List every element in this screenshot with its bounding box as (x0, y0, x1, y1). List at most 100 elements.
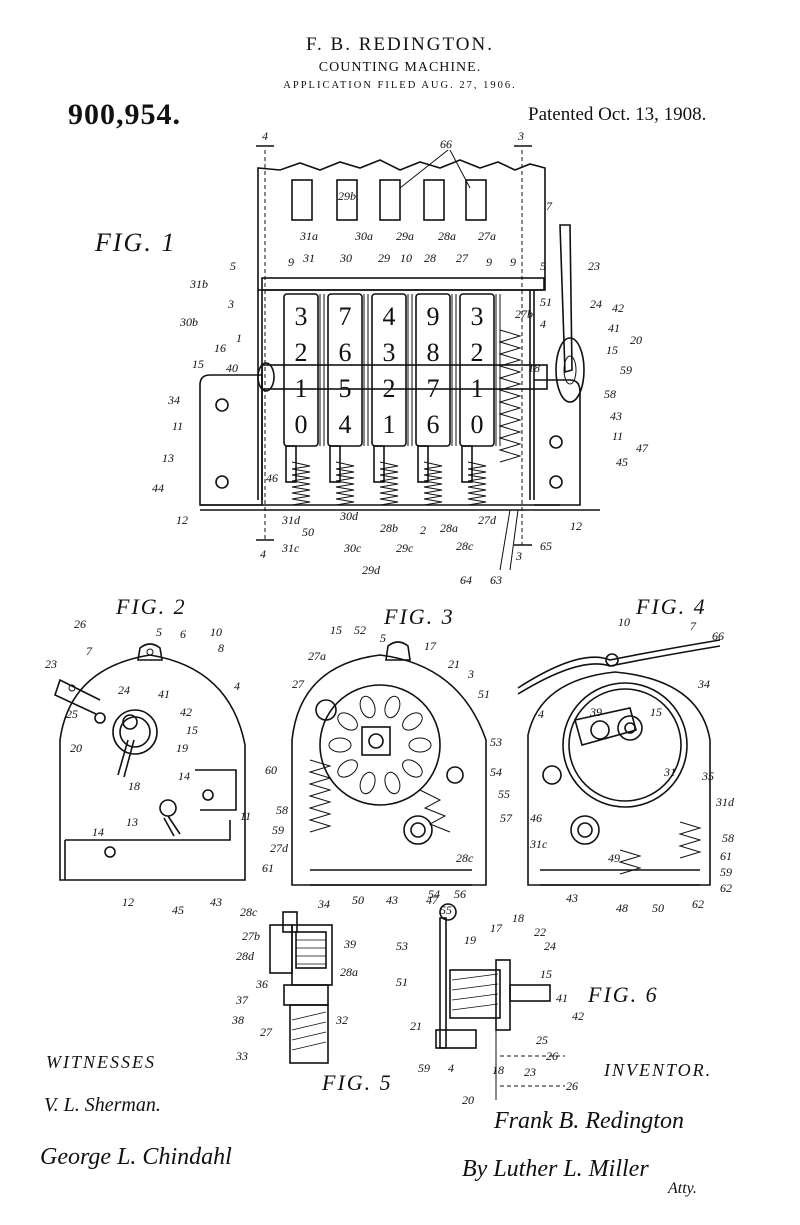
svg-text:15: 15 (650, 705, 662, 719)
svg-text:13: 13 (162, 451, 174, 465)
wheel-digit: 2 (471, 338, 484, 367)
wheel-digit: 0 (295, 410, 308, 439)
svg-text:24: 24 (118, 683, 130, 697)
wheel-digit: 1 (295, 374, 308, 403)
patent-date: Patented Oct. 13, 1908. (528, 104, 707, 125)
wheel-digit: 2 (295, 338, 308, 367)
svg-text:18: 18 (528, 361, 540, 375)
counter-wheel (371, 293, 407, 447)
svg-text:57: 57 (500, 811, 513, 825)
svg-text:7: 7 (86, 644, 93, 658)
svg-text:10: 10 (210, 625, 222, 639)
svg-text:58: 58 (276, 803, 288, 817)
fig2-drawing: 26 23 7 5 6 10 8 4 24 41 42 25 15 20 19 … (45, 617, 251, 917)
svg-text:63: 63 (490, 573, 502, 587)
svg-text:31c: 31c (529, 837, 548, 851)
svg-text:7: 7 (690, 619, 697, 633)
svg-text:31: 31 (663, 765, 676, 779)
svg-text:66: 66 (712, 629, 724, 643)
svg-text:11: 11 (240, 809, 251, 823)
wheel-pawl (285, 445, 297, 483)
svg-text:51: 51 (478, 687, 490, 701)
svg-text:23: 23 (45, 657, 57, 671)
svg-text:29c: 29c (396, 541, 414, 555)
invention-title: COUNTING MACHINE. (318, 60, 482, 75)
svg-text:5: 5 (230, 259, 236, 273)
svg-text:47: 47 (636, 441, 649, 455)
wheel-flange (363, 294, 369, 446)
svg-text:65: 65 (540, 539, 552, 553)
svg-text:53: 53 (490, 735, 502, 749)
wheel-flange (407, 294, 413, 446)
fig4-caption: FIG. 4 (636, 594, 707, 619)
svg-text:26: 26 (566, 1079, 578, 1093)
wheel-spring (291, 461, 311, 506)
svg-text:61: 61 (262, 861, 274, 875)
wheel-flange (495, 294, 501, 446)
svg-text:25: 25 (66, 707, 78, 721)
svg-text:31: 31 (302, 251, 315, 265)
svg-text:24: 24 (590, 297, 602, 311)
svg-text:28a: 28a (340, 965, 358, 979)
svg-text:59: 59 (620, 363, 632, 377)
svg-text:29a: 29a (396, 229, 414, 243)
svg-text:31b: 31b (189, 277, 208, 291)
svg-text:20: 20 (70, 741, 82, 755)
svg-text:19: 19 (464, 933, 476, 947)
inventor-name-heading: F. B. REDINGTON. (306, 34, 494, 55)
svg-text:16: 16 (214, 341, 226, 355)
svg-text:53: 53 (396, 939, 408, 953)
svg-text:59: 59 (272, 823, 284, 837)
svg-text:59: 59 (720, 865, 732, 879)
svg-text:23: 23 (524, 1065, 536, 1079)
svg-text:54: 54 (490, 765, 502, 779)
fig3-caption: FIG. 3 (384, 604, 455, 629)
svg-text:15: 15 (186, 723, 198, 737)
fig1-caption: FIG. 1 (95, 228, 177, 257)
svg-text:3: 3 (517, 129, 524, 143)
svg-text:3: 3 (515, 549, 522, 563)
svg-text:45: 45 (172, 903, 184, 917)
witness-signature-2: George L. Chindahl (40, 1144, 232, 1170)
svg-text:35: 35 (701, 769, 714, 783)
svg-text:31d: 31d (281, 513, 301, 527)
svg-text:29b: 29b (338, 189, 356, 203)
fig3-drawing: 15 52 5 17 21 3 27a 27 51 53 54 60 55 58… (262, 623, 513, 907)
svg-text:28c: 28c (240, 905, 258, 919)
wheel-digit: 4 (383, 302, 396, 331)
svg-text:56: 56 (454, 887, 466, 901)
svg-text:9: 9 (486, 255, 492, 269)
svg-text:18: 18 (492, 1063, 504, 1077)
svg-text:13: 13 (126, 815, 138, 829)
application-filed-line: APPLICATION FILED AUG. 27, 1906. (283, 80, 517, 91)
fig4-drawing: 10 7 66 34 4 39 15 31 35 31d 58 61 59 62… (517, 615, 735, 915)
svg-text:48: 48 (616, 901, 628, 915)
wheel-digit: 1 (383, 410, 396, 439)
witness-signature-1: V. L. Sherman. (44, 1094, 161, 1116)
svg-text:58: 58 (722, 831, 734, 845)
svg-text:1: 1 (236, 331, 242, 345)
svg-text:34: 34 (167, 393, 180, 407)
wheel-digit: 5 (339, 374, 352, 403)
svg-text:41: 41 (556, 991, 568, 1005)
svg-text:39: 39 (343, 937, 356, 951)
svg-text:30b: 30b (179, 315, 198, 329)
fig6-caption: FIG. 6 (588, 982, 659, 1007)
svg-text:51: 51 (540, 295, 552, 309)
svg-text:4: 4 (538, 707, 544, 721)
svg-text:19: 19 (176, 741, 188, 755)
svg-text:15: 15 (606, 343, 618, 357)
svg-text:28c: 28c (456, 851, 474, 865)
svg-text:4: 4 (260, 547, 266, 561)
svg-text:28b: 28b (380, 521, 398, 535)
svg-text:4: 4 (540, 317, 546, 331)
svg-text:47: 47 (426, 893, 439, 907)
svg-text:27b: 27b (242, 929, 260, 943)
svg-text:14: 14 (92, 825, 104, 839)
counter-wheel (415, 293, 451, 447)
svg-text:37: 37 (235, 993, 249, 1007)
svg-text:30: 30 (339, 251, 352, 265)
svg-text:59: 59 (418, 1061, 430, 1075)
